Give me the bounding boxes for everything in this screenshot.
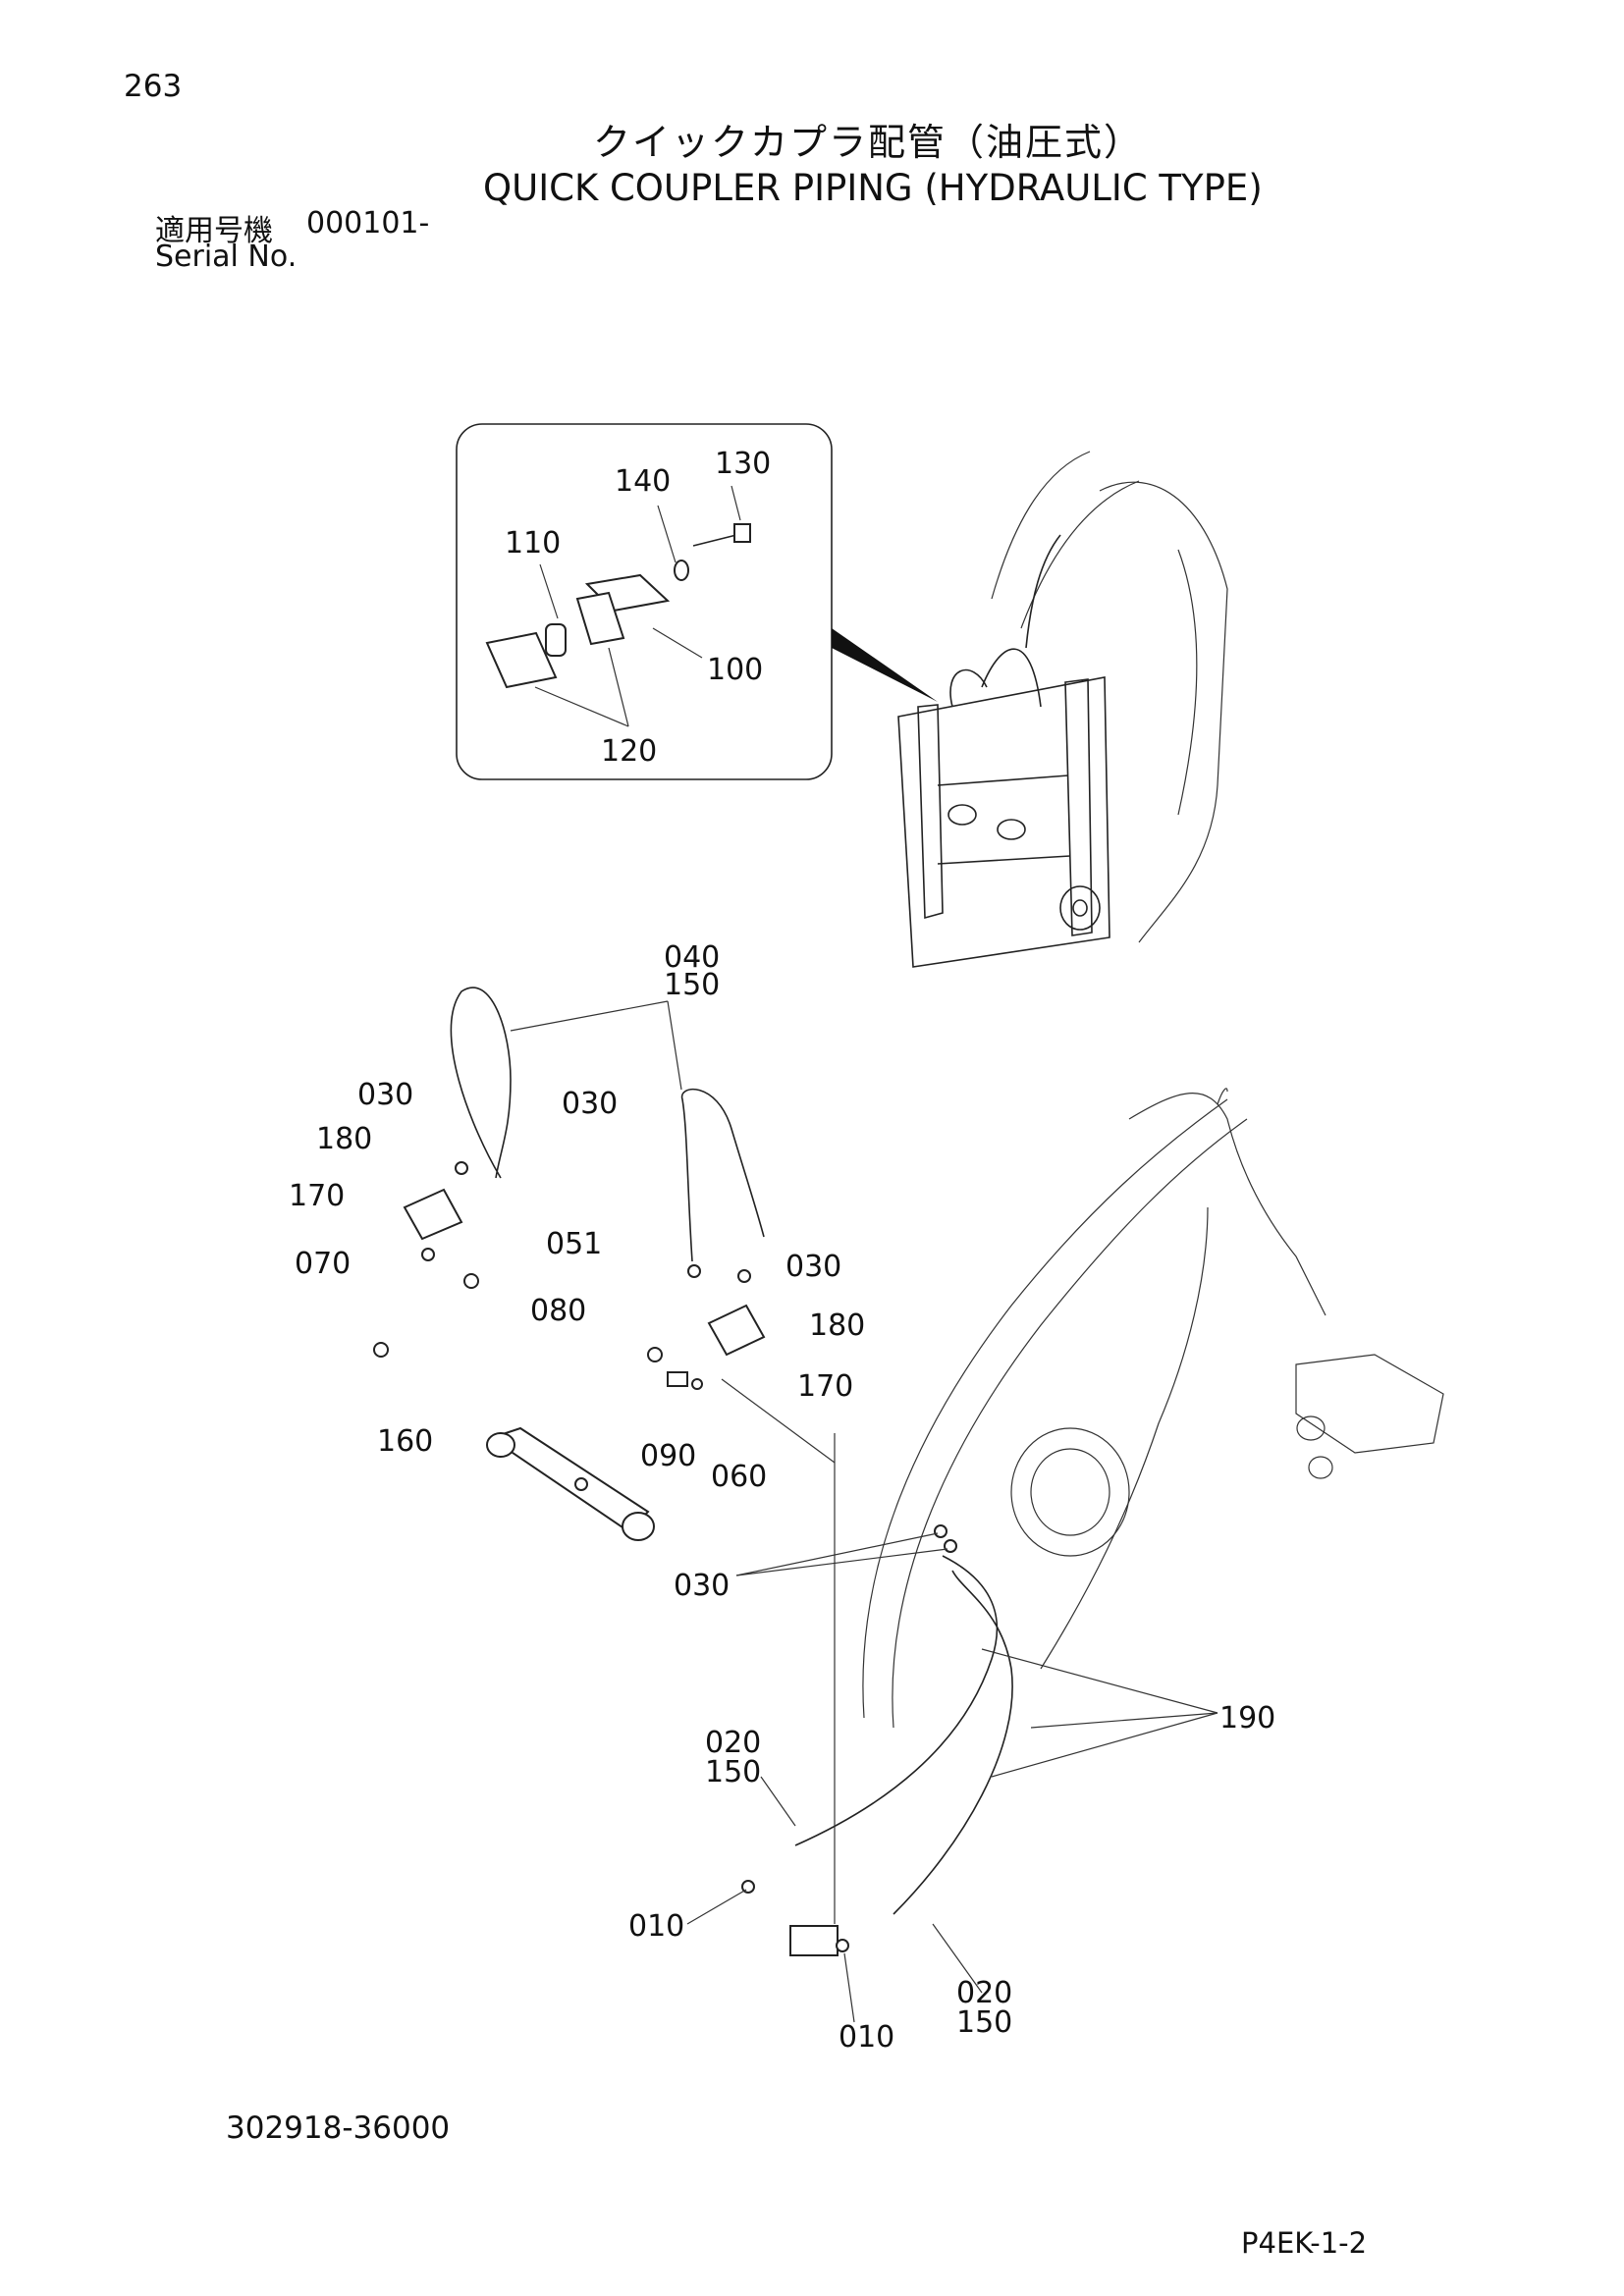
callout-170: 170 bbox=[289, 1179, 345, 1213]
callout-190: 190 bbox=[1219, 1701, 1275, 1735]
callout-120: 120 bbox=[601, 734, 657, 769]
callout-150: 150 bbox=[664, 968, 720, 1002]
clamp-lower-part bbox=[485, 631, 558, 689]
quick-coupler-drawing bbox=[897, 451, 1228, 968]
serial-number-value: 000101- bbox=[306, 206, 430, 240]
callout-030: 030 bbox=[562, 1087, 618, 1121]
callout-130: 130 bbox=[715, 447, 771, 481]
boom-arm-drawing bbox=[862, 1088, 1444, 1729]
washer-part bbox=[674, 560, 689, 581]
serial-label-japanese: 適用号機 bbox=[155, 214, 273, 248]
page-number: 263 bbox=[124, 69, 183, 104]
inset-detail bbox=[456, 423, 938, 780]
callout-180: 180 bbox=[316, 1122, 372, 1156]
manifold-block-part bbox=[789, 1925, 839, 1956]
callout-150: 150 bbox=[705, 1755, 761, 1789]
title-japanese: クイックカプラ配管（油圧式） bbox=[593, 121, 1144, 164]
callout-070: 070 bbox=[295, 1247, 351, 1281]
hose-020-upper bbox=[794, 1555, 999, 1846]
callout-010: 010 bbox=[839, 2020, 894, 2055]
callout-170: 170 bbox=[797, 1369, 853, 1404]
callout-110: 110 bbox=[505, 526, 561, 561]
callout-140: 140 bbox=[615, 464, 671, 499]
callout-160: 160 bbox=[377, 1424, 433, 1459]
callout-100: 100 bbox=[707, 653, 763, 687]
clamp-upper-part bbox=[575, 591, 625, 646]
callout-030: 030 bbox=[674, 1569, 730, 1603]
callout-040: 040 bbox=[664, 940, 720, 975]
bolt-part bbox=[692, 523, 751, 547]
callout-150: 150 bbox=[956, 2005, 1012, 2040]
title-english: QUICK COUPLER PIPING (HYDRAULIC TYPE) bbox=[483, 167, 1263, 209]
callout-020: 020 bbox=[956, 1976, 1012, 2010]
callout-180: 180 bbox=[809, 1308, 865, 1343]
page-code: P4EK-1-2 bbox=[1241, 2226, 1368, 2260]
serial-label-english: Serial No. bbox=[155, 240, 298, 274]
pin-part bbox=[545, 623, 567, 657]
hose-020-lower bbox=[893, 1570, 1013, 1915]
document-code: 302918-36000 bbox=[226, 2110, 451, 2146]
callout-030: 030 bbox=[785, 1250, 841, 1284]
callout-080: 080 bbox=[530, 1294, 586, 1328]
callout-labels: 130 140 110 100 120 040 150 030 180 170 … bbox=[289, 447, 1275, 2055]
callout-051: 051 bbox=[546, 1227, 602, 1261]
valve-right-part bbox=[707, 1304, 766, 1357]
valve-left-part bbox=[403, 1188, 463, 1241]
hose-040-loop-left bbox=[450, 987, 512, 1179]
callout-060: 060 bbox=[711, 1460, 767, 1494]
callout-030: 030 bbox=[357, 1078, 413, 1112]
coupler-cylinder-part bbox=[486, 1426, 655, 1541]
callout-010: 010 bbox=[628, 1909, 684, 1944]
hose-040-loop-right bbox=[680, 1088, 765, 1262]
callout-020: 020 bbox=[705, 1726, 761, 1760]
callout-090: 090 bbox=[640, 1439, 696, 1473]
